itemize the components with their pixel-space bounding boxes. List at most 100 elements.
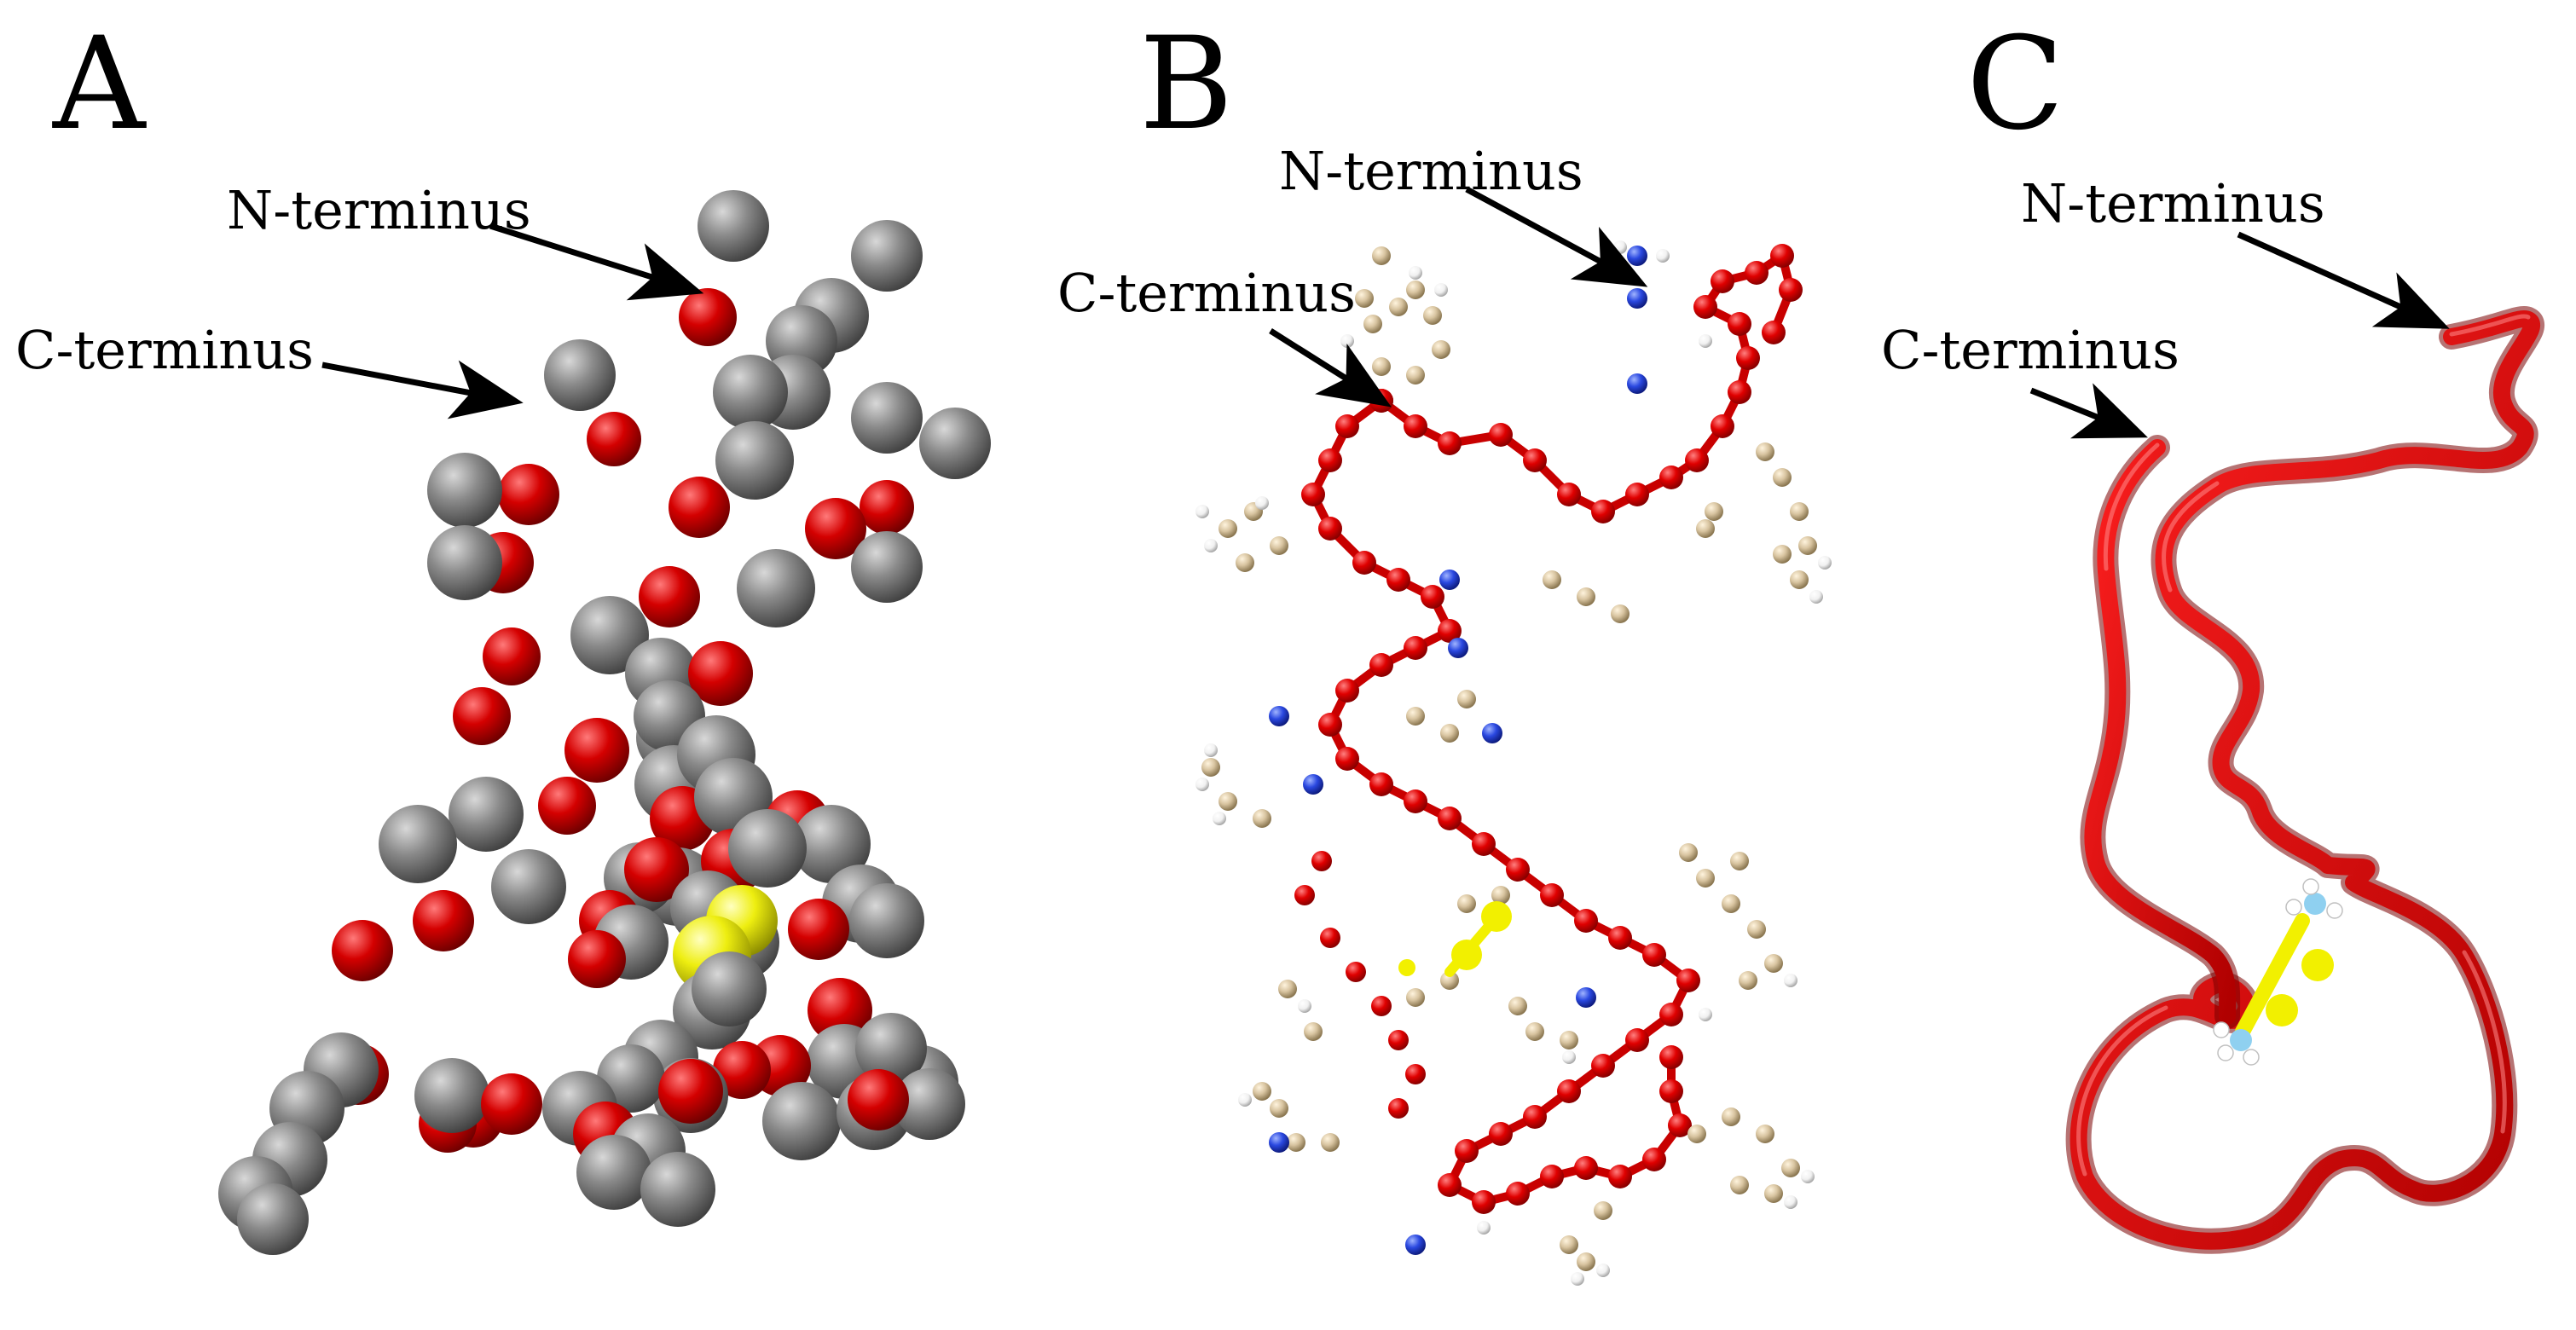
panel-b-carbon-atom [1773,468,1792,487]
panel-a-gray-bead [792,805,871,883]
panel-b-hydrogen-atom [1213,812,1226,825]
panel-b-backbone-atom [1736,346,1760,370]
panel-a-red-bead [658,1059,723,1124]
panel-b-carbon-atom [1508,997,1527,1015]
panel-b-carbon-atom [1798,536,1817,555]
panel-a-gray-bead [544,339,616,411]
panel-a-gray-bead [491,849,566,924]
panel-b-hydrogen-atom [1562,1050,1576,1064]
panel-b-ball-and-stick-model [1195,240,1832,1286]
panel-a-red-bead [332,920,393,981]
panel-b-backbone-atom [1728,312,1751,336]
panel-b-backbone-atom [1455,1139,1479,1163]
panel-a-gray-bead [692,951,767,1026]
panel-b-backbone-atom [1318,517,1342,541]
panel-b-backbone-atom [1591,500,1615,523]
panel-b-carbon-atom [1372,357,1391,376]
panel-b-hydrogen-atom [1340,334,1354,348]
panel-b-carbon-atom [1781,1159,1800,1177]
panel-b-hydrogen-atom [1409,266,1422,280]
panel-c-n-terminus-label: N-terminus [2021,172,2325,234]
panel-a-gray-bead [855,1013,927,1084]
panel-b-carbon-atom [1577,587,1595,606]
panel-b-carbon-atom [1406,280,1425,299]
panel-c-sulfur-atom [2266,994,2298,1026]
panel-b-carbon-atom [1440,724,1459,743]
panel-b-c-terminus-label: C-terminus [1057,262,1356,324]
panel-b-carbon-atom [1730,852,1749,870]
panel-a-red-bead [481,1073,542,1135]
panel-b-nitrogen-atom [1269,1132,1289,1153]
panel-b-hydrogen-atom [1596,1264,1610,1277]
panel-b-carbon-atom [1219,792,1237,811]
panel-b-carbon-atom [1790,502,1809,521]
panel-b-carbon-atom [1304,1022,1323,1041]
panel-b-backbone-atom [1386,568,1410,592]
panel-b-carbon-atom [1577,1252,1595,1271]
panel-b-carbon-atom [1611,604,1630,623]
panel-b-backbone-atom [1659,1003,1683,1026]
panel-b-hydrogen-atom [1809,590,1823,604]
panel-b-backbone-atom [1438,431,1462,455]
panel-b-backbone-atom [1318,713,1342,737]
panel-b-nitrogen-atom [1482,723,1502,743]
panel-c-backbone-tube [2065,306,2544,1254]
panel-a-red-bead [568,930,626,988]
panel-b-carbon-atom [1236,553,1254,572]
panel-b-nitrogen-atom [1576,987,1596,1008]
panel-b-sulfur-atom [1398,959,1415,976]
panel-b-carbon-atom [1756,442,1774,461]
panel-c-c-terminus-arrow [2029,383,2148,439]
panel-b-carbon-atom [1355,289,1374,308]
panel-a-gray-bead [715,421,794,500]
panel-a-c-terminus-arrow [321,360,524,419]
panel-b-backbone-atom [1642,943,1666,967]
panel-b-hydrogen-atom [1204,743,1218,757]
panel-b-nitrogen-atom [1303,774,1323,795]
panel-c: C N-terminus C-terminus [1881,10,2544,1254]
panel-b-carbon-atom [1287,1133,1305,1152]
panel-b-backbone-atom [1557,483,1581,506]
panel-b-backbone-atom [1659,1079,1683,1103]
panel-b-backbone-atom [1668,1113,1692,1137]
panel-b-backbone-atom [1506,1182,1530,1206]
panel-b-nitrogen-atom [1448,638,1468,658]
panel-b-carbon-atom [1560,1235,1578,1254]
panel-b-nitrogen-atom [1439,570,1460,590]
panel-b-carbon-atom [1457,690,1476,708]
panel-b-nitrogen-atom [1405,1235,1426,1255]
panel-b-hydrogen-atom [1801,1170,1815,1183]
panel-a-red-bead [587,412,641,466]
panel-b-backbone-atom [1540,883,1564,907]
panel-a-gray-bead [737,549,815,627]
panel-b-carbon-atom [1321,1133,1340,1152]
panel-b-backbone-atom [1506,858,1530,882]
panel-b-carbon-atom [1764,954,1783,973]
panel-b-carbon-atom [1722,894,1740,913]
panel-b-hydrogen-atom [1784,974,1797,987]
panel-b-backbone-atom [1745,261,1768,285]
panel-a-red-bead [669,477,730,538]
panel-a-gray-bead [894,1068,965,1140]
panel-b-backbone-atom [1608,926,1632,950]
panel-b-backbone-atom [1489,1122,1513,1146]
panel-a-red-bead [413,890,474,951]
panel-a-n-terminus-label: N-terminus [227,179,531,241]
panel-b-carbon-atom [1219,519,1237,538]
panel-b-backbone-atom [1311,851,1332,871]
panel-b-hydrogen-atom [1434,283,1448,297]
panel-b-backbone-atom [1523,448,1547,472]
panel-b-backbone-atom [1421,585,1444,609]
panel-b-backbone-atom [1438,807,1462,830]
panel-b-backbone-atom [1625,483,1649,506]
panel-a-red-bead [788,899,849,960]
panel-b-backbone-atom [1574,909,1598,933]
panel-b-carbon-atom [1790,570,1809,589]
panel-b-backbone-atom [1318,448,1342,472]
panel-a-n-terminus-arrow [489,223,704,301]
panel-a-red-bead [688,641,753,706]
panel-b-carbon-atom [1406,988,1425,1007]
panel-b-backbone-atom [1335,414,1359,438]
panel-a-red-bead [639,566,700,627]
